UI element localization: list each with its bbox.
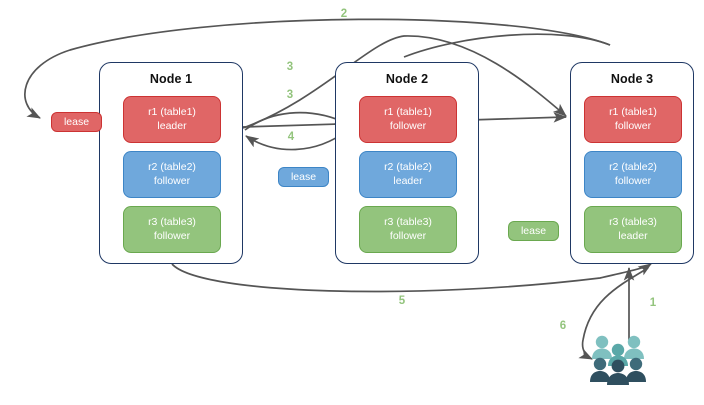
replica-role: follower — [614, 174, 652, 187]
lease-chip-red[interactable]: lease — [51, 112, 102, 132]
arrow-step-2 — [403, 33, 611, 58]
replica-role: leader — [618, 229, 648, 242]
replica-name: r2 (table2) — [148, 161, 196, 173]
step-label-3b: 3 — [286, 89, 294, 101]
replica-r3[interactable]: r3 (table3) leader — [584, 206, 682, 253]
step-label-5: 5 — [398, 295, 406, 307]
lease-label: lease — [63, 116, 90, 128]
arrow-step-3-node2 — [244, 111, 349, 131]
replica-name: r1 (table1) — [384, 106, 432, 118]
replica-name: r1 (table1) — [609, 106, 657, 118]
step-label-2: 2 — [340, 8, 348, 20]
replica-name: r1 (table1) — [148, 106, 196, 118]
replica-role: follower — [153, 229, 191, 242]
node-title: Node 2 — [385, 72, 429, 86]
replica-role: follower — [153, 174, 191, 187]
replica-r2[interactable]: r2 (table2) follower — [123, 151, 221, 198]
replica-role: leader — [393, 174, 423, 187]
replica-name: r2 (table2) — [384, 161, 432, 173]
step-label-1: 1 — [649, 297, 657, 309]
node-box-2[interactable]: Node 2 r1 (table1) follower r2 (table2) … — [335, 62, 479, 264]
replica-r2[interactable]: r2 (table2) follower — [584, 151, 682, 198]
replica-r3[interactable]: r3 (table3) follower — [123, 206, 221, 253]
lease-label: lease — [290, 171, 317, 183]
replica-name: r3 (table3) — [148, 216, 196, 228]
node-title: Node 1 — [149, 72, 193, 86]
replica-r1[interactable]: r1 (table1) follower — [584, 96, 682, 143]
replica-name: r3 (table3) — [384, 216, 432, 228]
arrow-step-5 — [171, 263, 652, 293]
replica-role: follower — [389, 119, 427, 132]
replica-r1[interactable]: r1 (table1) leader — [123, 96, 221, 143]
replica-role: follower — [614, 119, 652, 132]
replica-r1[interactable]: r1 (table1) follower — [359, 96, 457, 143]
replica-role: follower — [389, 229, 427, 242]
lease-chip-blue[interactable]: lease — [278, 167, 329, 187]
replica-r3[interactable]: r3 (table3) follower — [359, 206, 457, 253]
lease-chip-green[interactable]: lease — [508, 221, 559, 241]
node-box-3[interactable]: Node 3 r1 (table1) follower r2 (table2) … — [570, 62, 694, 264]
node-title: Node 3 — [610, 72, 654, 86]
lease-label: lease — [520, 225, 547, 237]
replica-role: leader — [157, 119, 187, 132]
step-label-6: 6 — [559, 320, 567, 332]
replica-r2[interactable]: r2 (table2) leader — [359, 151, 457, 198]
node-box-1[interactable]: Node 1 r1 (table1) leader r2 (table2) fo… — [99, 62, 243, 264]
step-label-4: 4 — [287, 131, 295, 143]
replica-name: r3 (table3) — [609, 216, 657, 228]
replica-name: r2 (table2) — [609, 161, 657, 173]
users-icon — [590, 335, 646, 385]
step-label-3a: 3 — [286, 61, 294, 73]
